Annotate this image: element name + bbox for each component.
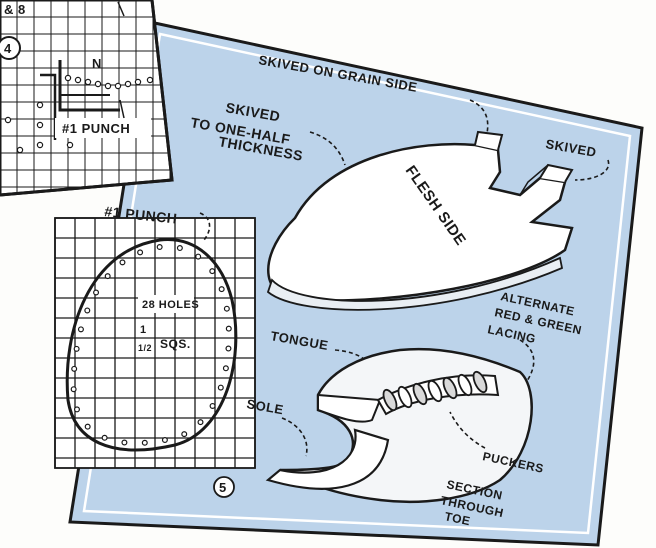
punch-hole [196, 254, 201, 259]
punch-hole [157, 245, 162, 250]
punch-hole [142, 440, 147, 445]
punch-hole [182, 432, 187, 437]
panel-4-background [0, 0, 172, 195]
figure-4-number: 4 [4, 41, 12, 56]
punch-hole [105, 274, 110, 279]
punch-hole [115, 83, 120, 88]
punch-hole [226, 346, 231, 351]
punch-hole [74, 346, 79, 351]
punch-hole [219, 287, 224, 292]
punch-hole [65, 75, 70, 80]
punch-hole [85, 308, 90, 313]
punch-hole [125, 81, 130, 86]
punch-hole [177, 246, 182, 251]
punch-hole [5, 117, 10, 122]
panel-4: 4 & 8 N #1 PUNCH [0, 0, 175, 200]
panel-4-top-text: & 8 [4, 2, 26, 17]
punch-hole [224, 306, 229, 311]
punch-hole [122, 440, 127, 445]
punch-hole [75, 77, 80, 82]
sqs-unit: SQS. [160, 337, 191, 351]
punch-hole [210, 404, 215, 409]
punch-hole [71, 387, 76, 392]
punch-hole [94, 290, 99, 295]
punch-hole [135, 79, 140, 84]
punch-hole [75, 407, 80, 412]
punch-hole [226, 326, 231, 331]
punch-hole [102, 435, 107, 440]
punch-hole [85, 424, 90, 429]
holes-label: 28 HOLES [142, 299, 199, 311]
punch-hole [210, 269, 215, 274]
sqs-fraction: 1/2 [138, 343, 152, 353]
panel-4-punch-label: #1 PUNCH [62, 121, 130, 136]
punch-hole [85, 79, 90, 84]
sqs-whole: 1 [140, 324, 147, 336]
punch-hole [79, 327, 84, 332]
punch-hole [138, 250, 143, 255]
punch-hole [198, 420, 203, 425]
panel-4-letter: N [92, 56, 102, 71]
pattern-grid [55, 218, 255, 468]
punch-hole [223, 366, 228, 371]
punch-hole [37, 142, 42, 147]
punch-hole [95, 81, 100, 86]
punch-hole [105, 83, 110, 88]
punch-hole [72, 366, 77, 371]
punch-hole [218, 385, 223, 390]
punch-hole [37, 122, 42, 127]
punch-hole [17, 147, 22, 152]
punch-hole [163, 438, 168, 443]
punch-hole [120, 260, 125, 265]
punch-hole [37, 102, 42, 107]
punch-hole [67, 142, 72, 147]
punch-hole [147, 77, 152, 82]
figure-5-number: 5 [219, 480, 227, 495]
